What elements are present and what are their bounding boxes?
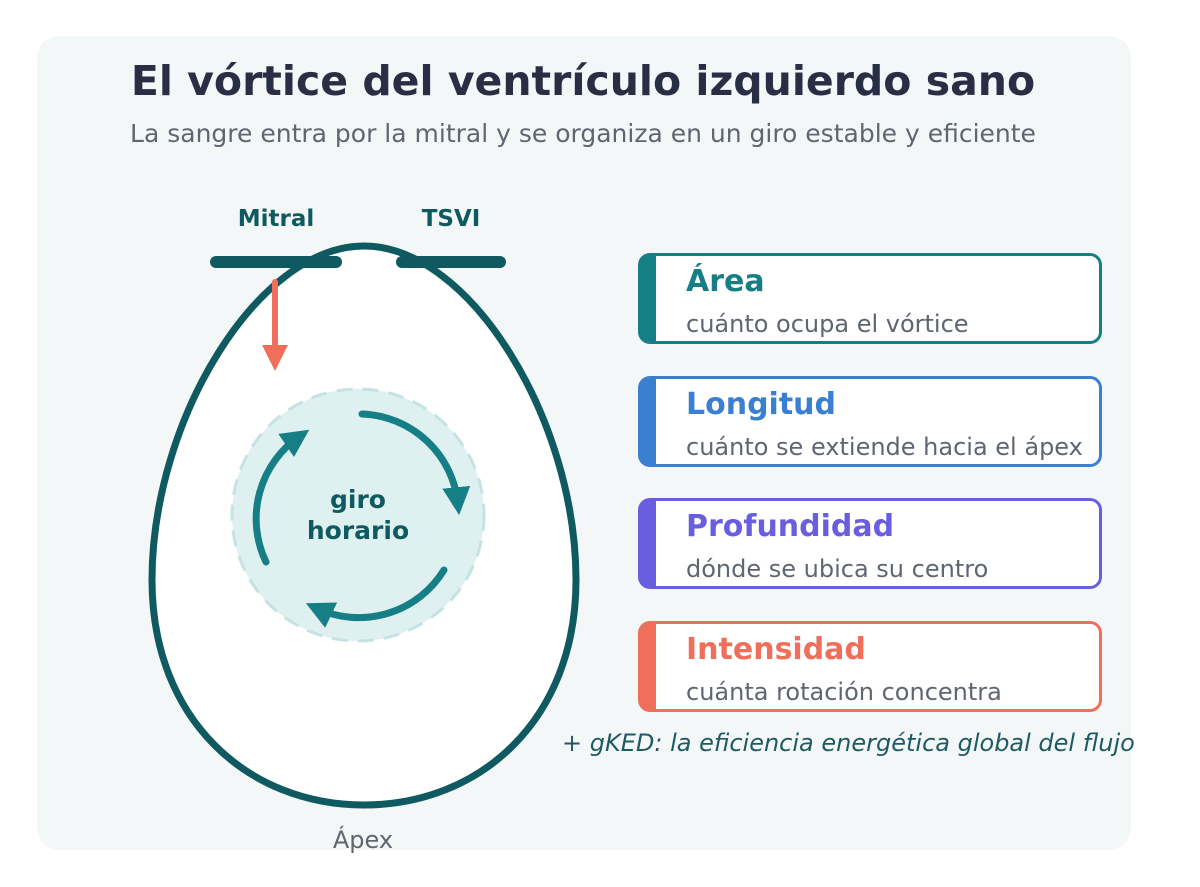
- metric-title: Longitud: [686, 387, 837, 422]
- metric-title: Profundidad: [686, 509, 895, 544]
- metric-description: cuánto ocupa el vórtice: [686, 310, 969, 338]
- metric-card-intensidad: Intensidad cuánta rotación concentra: [638, 621, 1102, 712]
- metric-card-area: Área cuánto ocupa el vórtice: [638, 253, 1102, 344]
- vortex-arrow-top-right: [358, 410, 471, 516]
- inflow-arrow-icon: [262, 345, 288, 371]
- vortex-arrow-bottom: [305, 566, 448, 628]
- metric-card-profundidad: Profundidad dónde se ubica su centro: [638, 498, 1102, 589]
- metric-description: dónde se ubica su centro: [686, 555, 989, 583]
- page-subtitle: La sangre entra por la mitral y se organ…: [130, 119, 1036, 148]
- tsvi-label: TSVI: [422, 206, 481, 232]
- footnote: + gKED: la eficiencia energética global …: [562, 729, 1135, 757]
- vortex-arrow-left: [252, 429, 310, 566]
- vortex-label-line1: giro: [330, 485, 386, 514]
- mitral-label: Mitral: [238, 206, 315, 232]
- metric-title: Área: [686, 264, 765, 299]
- metric-card-longitud: Longitud cuánto se extiende hacia el ápe…: [638, 376, 1102, 467]
- metric-title: Intensidad: [686, 632, 866, 667]
- metric-description: cuánta rotación concentra: [686, 678, 1002, 706]
- vortex-zone: [230, 387, 486, 643]
- apex-label: Ápex: [332, 826, 394, 854]
- vortex-label-line2: horario: [307, 516, 409, 545]
- page-title: El vórtice del ventrículo izquierdo sano: [130, 57, 1036, 105]
- metric-description: cuánto se extiende hacia el ápex: [686, 433, 1083, 461]
